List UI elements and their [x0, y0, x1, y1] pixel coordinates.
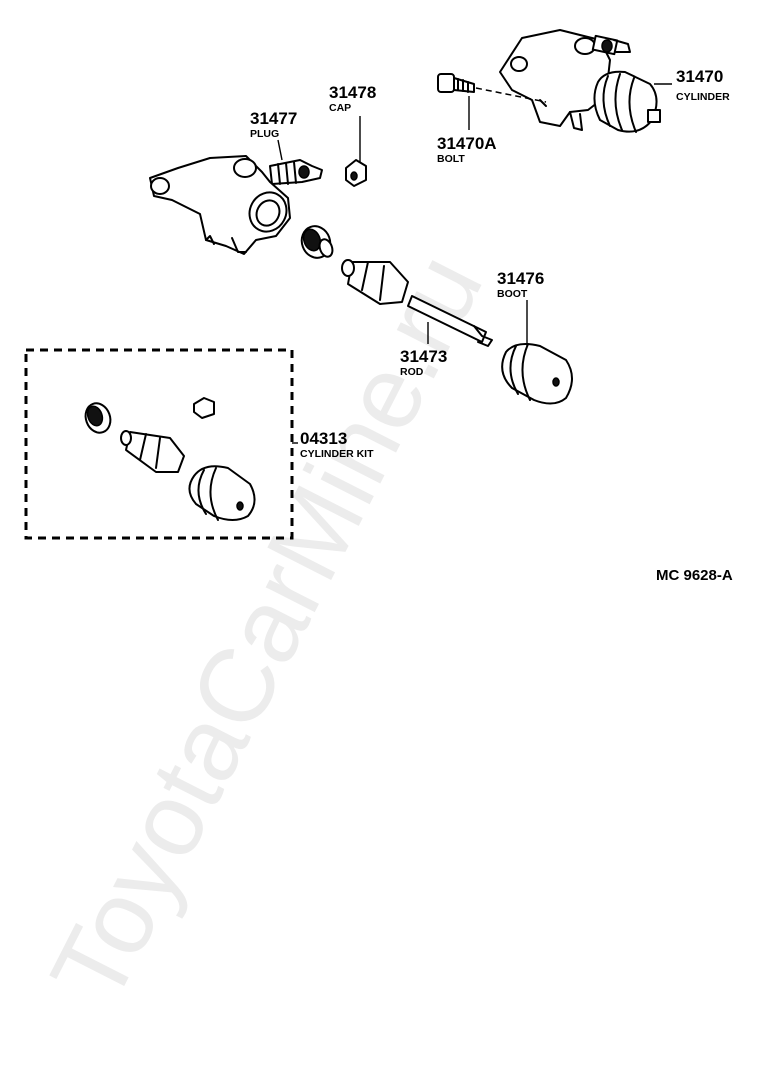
part-name-rod: ROD: [400, 366, 424, 378]
part-number-31476: 31476: [497, 269, 544, 288]
bolt-alignment-line: [475, 87, 547, 103]
part-name-plug: PLUG: [250, 128, 279, 140]
part-number-31470: 31470: [676, 67, 723, 86]
leader-31477: [277, 139, 283, 161]
cap-drawing: [345, 159, 367, 187]
diagram-code: MC 9628-A: [656, 567, 733, 584]
part-name-cap: CAP: [329, 102, 351, 114]
rod-drawing: [407, 295, 493, 347]
kit-cap-drawing: [193, 397, 215, 419]
boot-drawing: [501, 343, 573, 405]
part-number-31477: 31477: [250, 109, 297, 128]
cylinder-body-drawing: [149, 155, 291, 255]
piston-drawing: [341, 259, 409, 305]
cylinder-kit-box: [24, 348, 294, 540]
plug-drawing: [269, 159, 323, 185]
part-number-04313: 04313: [300, 429, 347, 448]
kit-boot-drawing: [188, 465, 256, 521]
kit-small-boot-drawing: [84, 402, 112, 434]
part-number-31473: 31473: [400, 347, 447, 366]
assembled-cylinder-drawing: [499, 29, 661, 133]
part-number-31470a: 31470A: [437, 134, 497, 153]
part-name-boot: BOOT: [497, 288, 528, 300]
part-number-31478: 31478: [329, 83, 376, 102]
part-name-cylinder: CYLINDER: [676, 91, 730, 103]
part-name-cylinder-kit: CYLINDER KIT: [300, 448, 374, 460]
small-boot-drawing: [300, 225, 334, 259]
bolt-drawing: [437, 73, 475, 93]
kit-piston-drawing: [120, 430, 185, 473]
part-name-bolt: BOLT: [437, 153, 465, 165]
